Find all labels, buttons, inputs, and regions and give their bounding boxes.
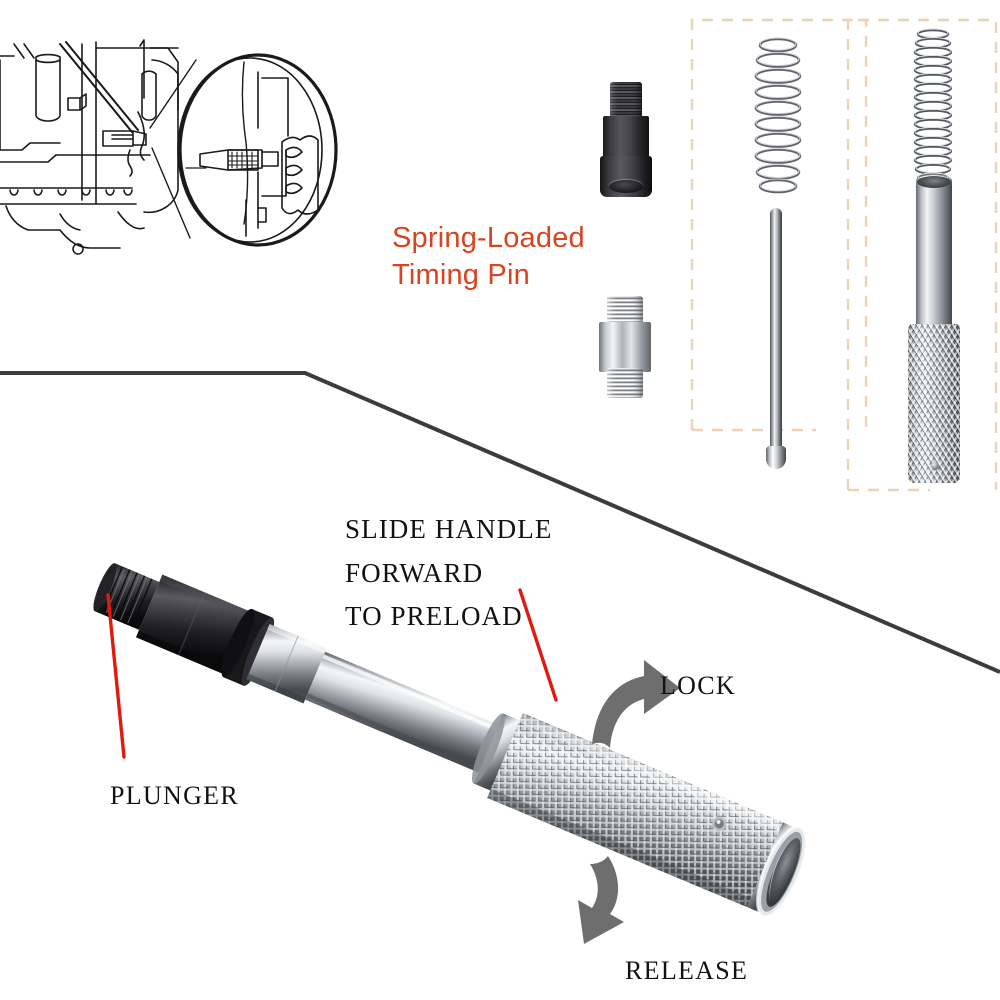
handle-vent-dimple bbox=[931, 462, 939, 470]
shaft-grip-shoulder bbox=[471, 713, 526, 793]
chrome-adapter-lower-threads bbox=[607, 368, 643, 398]
knurled-grip-handle bbox=[487, 713, 783, 908]
handle-knurled-grip bbox=[908, 324, 960, 483]
chrome-double-thread-adapter bbox=[597, 296, 653, 398]
handle-smooth-tube bbox=[916, 178, 952, 330]
callout-slide-handle-forward-to-preload: SLIDE HANDLE FORWARD TO PRELOAD bbox=[345, 514, 553, 632]
release-rotation-arrow bbox=[578, 856, 624, 944]
black-threaded-nose bbox=[93, 563, 160, 630]
open-bore-end bbox=[747, 822, 808, 918]
callout-spring-loaded-timing-pin: Spring-Loaded Timing Pin bbox=[392, 222, 585, 292]
black-collar-ring bbox=[221, 608, 275, 686]
chrome-slide-shaft bbox=[305, 651, 510, 778]
engine-block-timing-pin-diagram bbox=[0, 39, 338, 255]
knurled-handle-body bbox=[908, 176, 960, 483]
callout-lock: LOCK bbox=[660, 671, 736, 700]
plunger-pin-knob bbox=[766, 446, 786, 469]
black-adapter-threads bbox=[610, 82, 642, 120]
plunger-pointer-line bbox=[106, 593, 126, 759]
loose-coil-spring bbox=[754, 37, 802, 194]
plunger-pin-shaft bbox=[770, 208, 782, 453]
chrome-hex-collar bbox=[246, 623, 327, 704]
chrome-adapter-upper-threads bbox=[607, 296, 643, 326]
callout-release: RELEASE bbox=[625, 956, 749, 985]
black-hex-body bbox=[136, 574, 251, 675]
black-thread-adapter bbox=[600, 82, 652, 197]
plunger-pin-rod bbox=[766, 208, 786, 476]
black-adapter-bore bbox=[609, 180, 643, 193]
handle-bore-opening bbox=[917, 176, 951, 188]
callout-plunger: PLUNGER bbox=[110, 781, 239, 810]
chrome-adapter-hex bbox=[599, 322, 651, 372]
tight-coil-spring bbox=[913, 28, 953, 184]
black-adapter-hex bbox=[603, 116, 649, 160]
